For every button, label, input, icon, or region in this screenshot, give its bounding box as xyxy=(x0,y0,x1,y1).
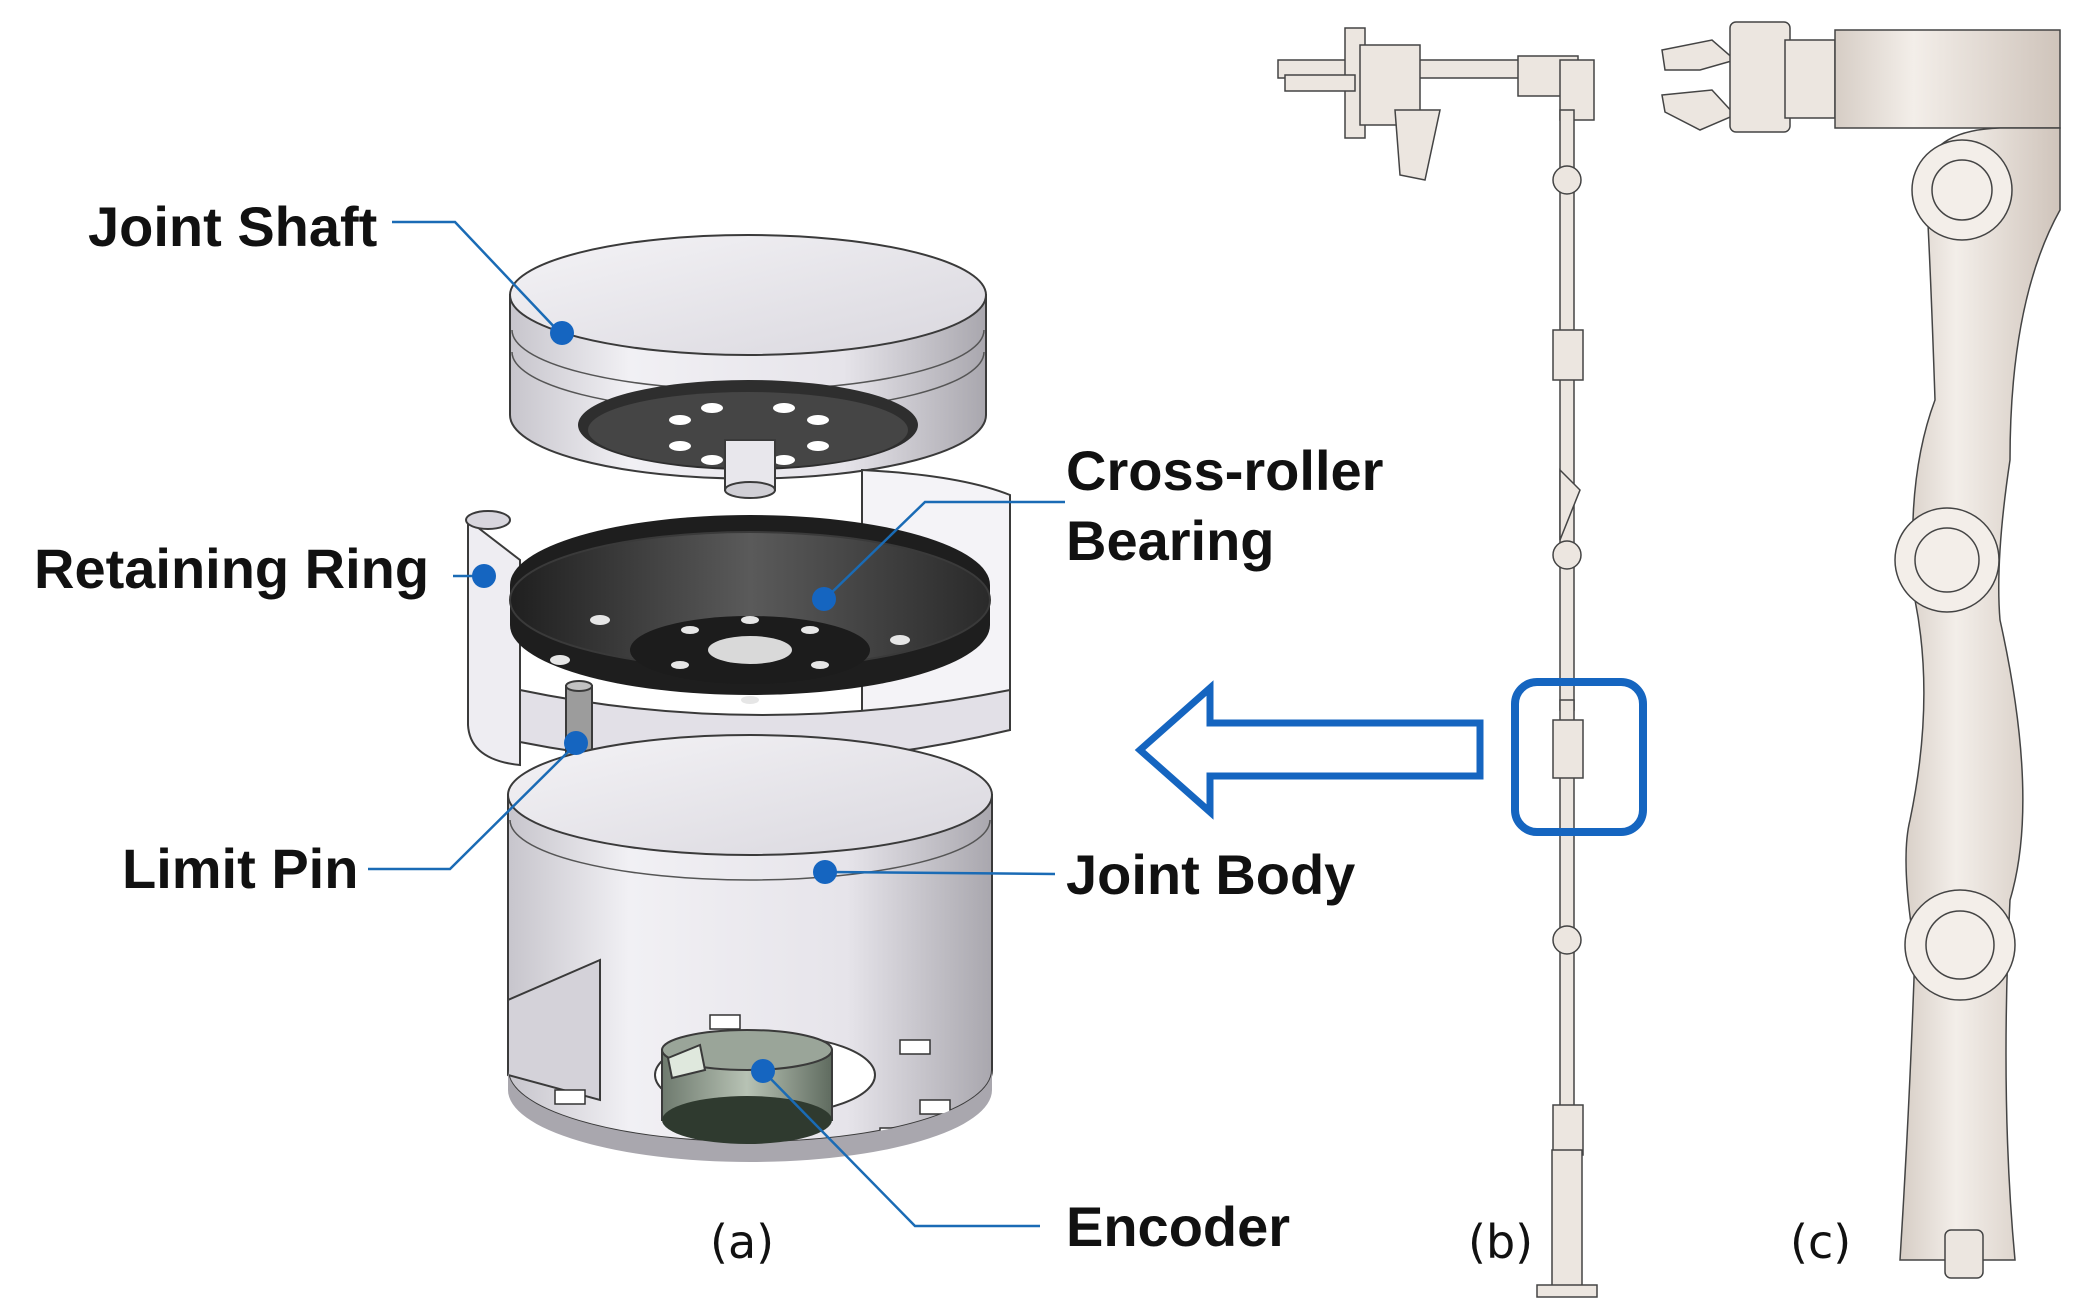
caption-b: (b) xyxy=(1468,1215,1533,1269)
highlight-box-icon xyxy=(1511,678,1647,836)
leader-encoder xyxy=(751,1059,1040,1228)
label-retaining-ring: Retaining Ring xyxy=(34,537,429,600)
encoder-part xyxy=(661,1029,833,1144)
cross-roller-bearing-part xyxy=(509,515,991,704)
panel-c: (c) xyxy=(1661,21,2061,1279)
leader-joint-body xyxy=(813,860,1056,884)
label-joint-shaft: Joint Shaft xyxy=(88,195,377,258)
leader-limit-pin xyxy=(368,731,588,871)
label-joint-body: Joint Body xyxy=(1066,843,1355,906)
label-encoder: Encoder xyxy=(1066,1195,1290,1258)
leader-retaining-ring xyxy=(453,564,496,588)
joint-shaft-part xyxy=(509,234,987,499)
label-cross-roller-line2: Bearing xyxy=(1066,509,1275,572)
panel-a: Joint Shaft Retaining Ring Limit Pin Cro… xyxy=(34,195,1383,1269)
label-cross-roller-line1: Cross-roller xyxy=(1066,439,1383,502)
label-limit-pin: Limit Pin xyxy=(122,837,358,900)
caption-a: (a) xyxy=(710,1215,774,1269)
caption-c: (c) xyxy=(1790,1215,1851,1269)
arrow-left-icon xyxy=(1134,680,1484,820)
leader-cross-roller xyxy=(812,500,1065,611)
leader-joint-shaft xyxy=(392,220,574,345)
panel-b: (b) xyxy=(1277,27,1647,1298)
